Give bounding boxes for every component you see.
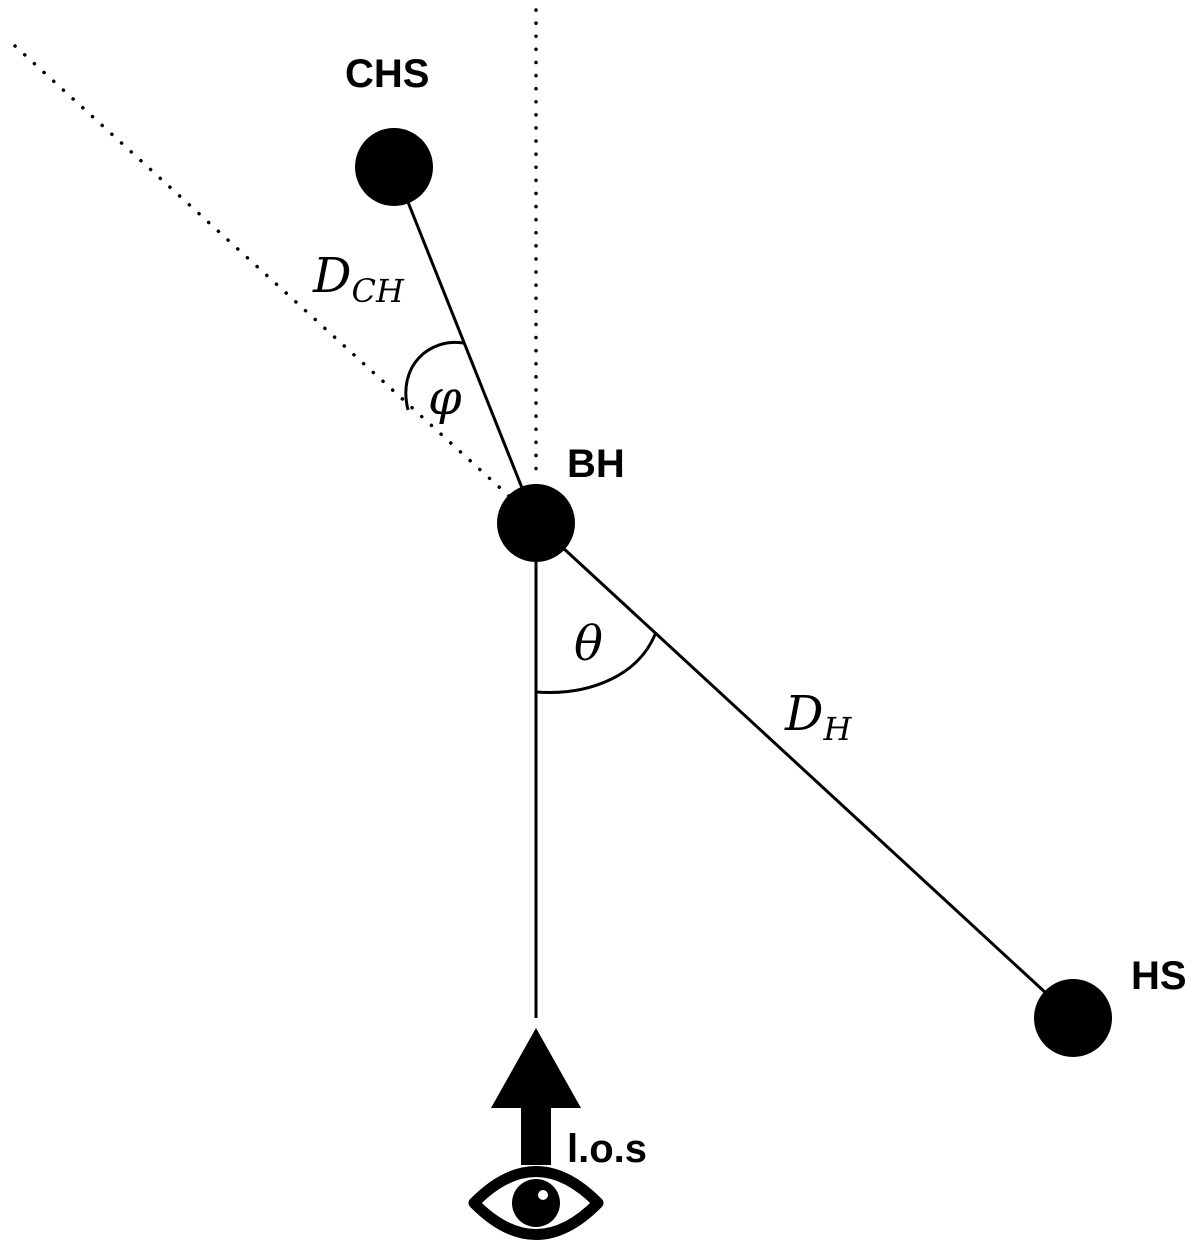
d-ch-subscript: CH — [351, 272, 404, 310]
chs-node — [355, 128, 433, 206]
chs-label: CHS — [345, 52, 429, 96]
d-h-label: DH — [784, 686, 852, 748]
phi-label: φ — [428, 370, 462, 426]
line-bh-hs — [534, 521, 1075, 1020]
line-chs-bh — [392, 166, 538, 524]
d-ch-symbol: D — [312, 248, 351, 304]
theta-angle-arc — [535, 631, 658, 694]
bh-label: BH — [567, 442, 625, 486]
d-h-subscript: H — [822, 710, 852, 748]
eye-icon — [468, 1166, 604, 1240]
theta-label: θ — [574, 616, 603, 672]
line-of-sight-arrow-icon — [491, 1028, 581, 1165]
line-of-sight-label: l.o.s — [567, 1127, 647, 1171]
hs-node — [1034, 979, 1112, 1057]
phi-angle-arc — [404, 340, 464, 411]
d-ch-label: DCH — [312, 248, 405, 310]
hs-label: HS — [1131, 954, 1187, 998]
d-h-symbol: D — [784, 686, 823, 742]
bh-node — [497, 484, 575, 562]
